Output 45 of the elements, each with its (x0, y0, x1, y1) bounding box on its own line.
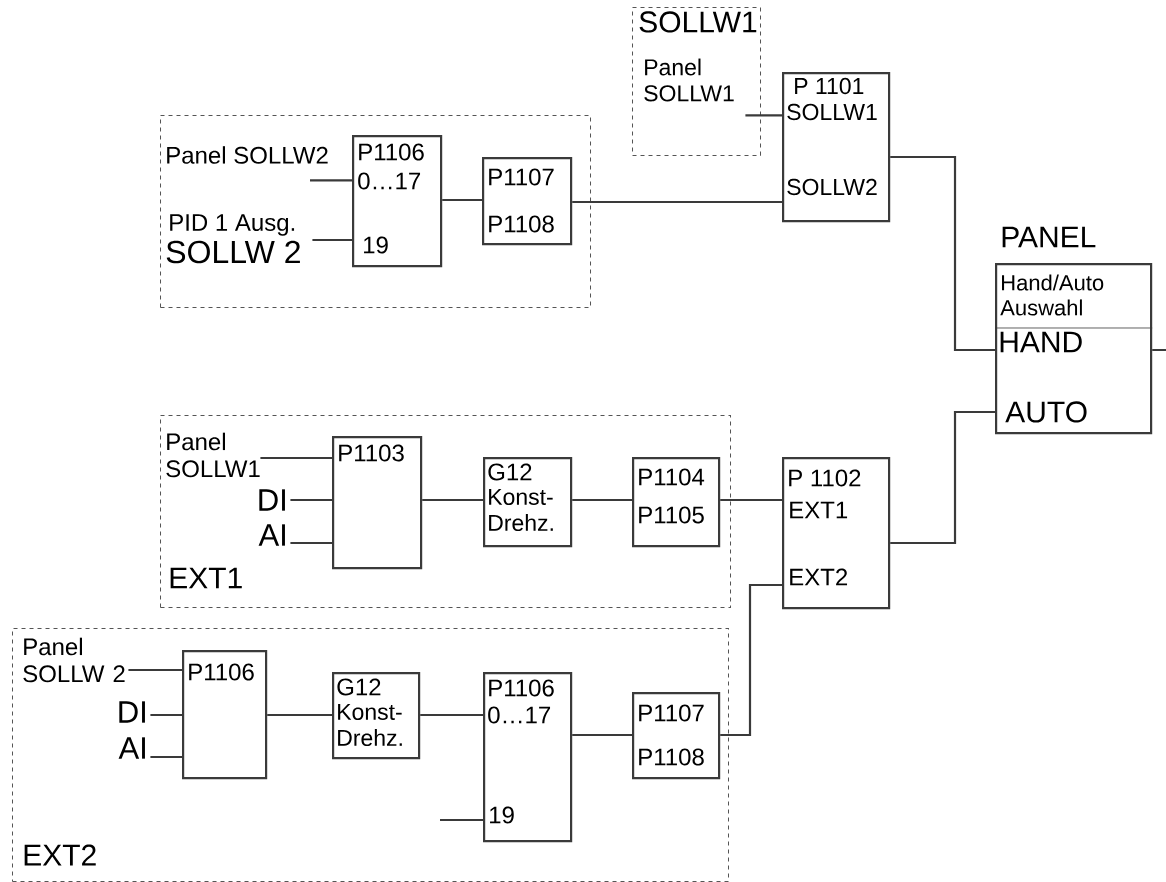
signal-line (572, 733, 632, 737)
signal-line (260, 456, 332, 460)
function-block: P1106 0…17 19 (352, 135, 443, 268)
dashed-group-box (160, 115, 591, 308)
signal-line (572, 200, 782, 204)
signal-line (290, 541, 332, 545)
signal-line (720, 498, 782, 502)
function-block: P 1101 SOLLW1 SOLLW2 (782, 72, 891, 223)
function-block: G12 Konst- Drehz. (483, 457, 573, 548)
signal-label: Panel SOLLW1 (644, 58, 734, 102)
node-label: PANEL (1002, 226, 1096, 248)
function-block: G12 Konst- Drehz. (332, 672, 421, 760)
signal-label: DI (259, 489, 285, 511)
signal-line (128, 668, 182, 672)
signal-line (310, 179, 352, 182)
signal-line (442, 198, 482, 202)
signal-line (150, 713, 182, 717)
function-block: P1107 P1108 (632, 692, 721, 780)
function-block: P1103 (332, 436, 423, 570)
function-block: P1107 P1108 (482, 157, 573, 246)
signal-line (440, 818, 483, 822)
signal-line (890, 410, 995, 545)
function-block: P1106 (182, 650, 268, 780)
signal-line (745, 114, 782, 117)
signal-label: DI (119, 701, 145, 723)
signal-line (150, 755, 182, 759)
signal-line (890, 155, 995, 352)
function-block: P 1102 EXT1 EXT2 (782, 457, 891, 610)
signal-line (312, 238, 352, 242)
signal-line (720, 583, 782, 737)
signal-line (1152, 348, 1166, 352)
signal-label: AI (118, 737, 145, 759)
signal-line (290, 498, 332, 502)
signal-label: AI (258, 524, 285, 546)
signal-line (267, 713, 332, 717)
signal-line (422, 498, 483, 502)
signal-label: Panel SOLLW 2 (23, 637, 125, 683)
function-block: P1106 0…17 19 (483, 672, 573, 843)
signal-label: PID 1 Ausg. SOLLW 2 (166, 214, 300, 264)
function-block: P1104 P1105 (632, 457, 721, 548)
selector-block: PANEL Hand/Auto Auswahl HAND AUTO (994, 226, 1153, 435)
signal-label: Panel SOLLW2 (167, 146, 328, 164)
signal-line (420, 713, 483, 717)
signal-line (572, 498, 632, 502)
signal-label: Panel SOLLW1 (166, 432, 260, 478)
